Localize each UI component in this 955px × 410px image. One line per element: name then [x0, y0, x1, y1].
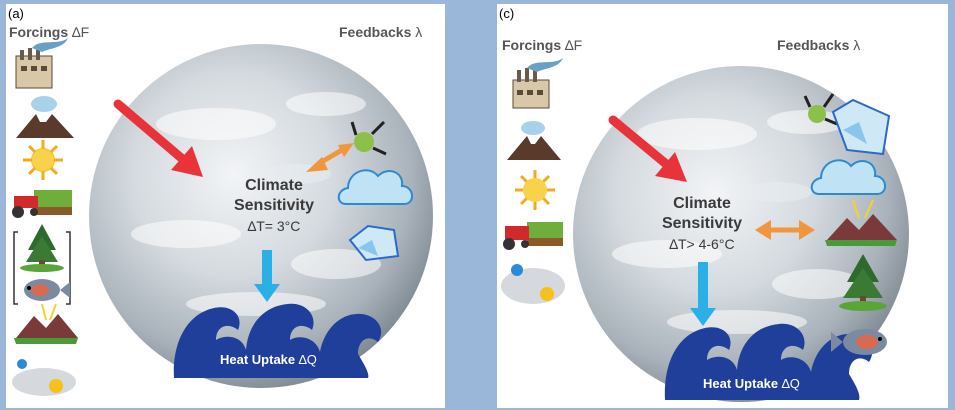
forcing-arrow	[608, 115, 687, 182]
ice-icon	[348, 224, 400, 262]
delta-t-value: ∆T> 4-6°C	[669, 236, 735, 252]
sun-icon	[515, 170, 555, 210]
delta-t-value: ∆T= 3°C	[247, 218, 301, 234]
feedback-arrow	[755, 220, 815, 240]
forcing-arrow	[113, 99, 203, 177]
volcano-icon	[16, 96, 74, 138]
forcings-label: Forcings	[9, 24, 69, 40]
panel-c: (c) Forcings ∆F Feedbacks λ	[497, 4, 948, 408]
sensitivity-word: Sensitivity	[233, 197, 315, 214]
feedbacks-heading: Feedbacks λ	[339, 24, 422, 40]
diagram-graphics	[12, 38, 433, 396]
climate-word: Climate	[673, 195, 731, 212]
heat-uptake-label: Heat Uptake ∆Q	[703, 376, 800, 391]
cloud-swirls	[612, 110, 862, 334]
forcings-symbol: ∆F	[72, 24, 90, 40]
tractor-field-icon	[503, 222, 563, 250]
orbit-icon	[501, 264, 565, 304]
tractor-field-icon	[12, 190, 72, 218]
sun-icon	[23, 140, 63, 180]
diagram-graphics	[501, 58, 909, 402]
volcano-icon	[507, 121, 561, 160]
forcings-symbol: ∆F	[565, 37, 583, 53]
fish-icon	[24, 279, 70, 301]
fish-icon	[831, 329, 887, 355]
heat-uptake-symbol: ∆Q	[298, 352, 317, 367]
panel-label: (a)	[8, 6, 24, 21]
forcings-heading: Forcings ∆F	[9, 24, 89, 40]
cloud-icon	[337, 169, 413, 205]
feedbacks-symbol: λ	[853, 37, 861, 53]
climate-sensitivity-label: Climate Sensitivity ∆T> 4-6°C	[637, 194, 767, 254]
heat-uptake-arrow	[254, 250, 280, 302]
aerosol-molecule-icon	[803, 93, 838, 126]
tree-icon	[839, 254, 887, 311]
heat-uptake-text: Heat Uptake	[703, 376, 779, 391]
ice-icon	[831, 98, 891, 156]
feedbacks-label: Feedbacks	[339, 24, 412, 40]
glacier-mountain-icon	[825, 199, 897, 246]
earth-globe	[573, 66, 909, 402]
orbit-icon	[12, 359, 76, 396]
forcings-bracket	[13, 231, 71, 305]
feedbacks-symbol: λ	[415, 24, 423, 40]
panel-label: (c)	[499, 6, 515, 21]
glacier-mountain-icon	[14, 303, 78, 344]
forcings-heading: Forcings ∆F	[502, 37, 582, 53]
heat-uptake-arrow	[690, 262, 716, 326]
panel-a: (a) Forcings ∆F Feedbacks λ	[6, 4, 445, 408]
factory-icon	[512, 58, 563, 109]
feedbacks-label: Feedbacks	[777, 37, 850, 53]
forcings-label: Forcings	[502, 37, 562, 53]
climate-word: Climate	[245, 177, 303, 194]
heat-uptake-waves	[664, 323, 873, 400]
heat-uptake-text: Heat Uptake	[220, 352, 296, 367]
climate-sensitivity-label: Climate Sensitivity ∆T= 3°C	[208, 176, 340, 236]
heat-uptake-waves	[173, 303, 382, 378]
cloud-icon	[810, 159, 886, 195]
tree-icon	[20, 224, 64, 272]
heat-uptake-label: Heat Uptake ∆Q	[220, 352, 317, 367]
feedback-arrow	[306, 143, 354, 172]
sensitivity-word: Sensitivity	[661, 215, 743, 232]
aerosol-molecule-icon	[350, 120, 387, 156]
factory-icon	[15, 38, 68, 89]
heat-uptake-symbol: ∆Q	[781, 376, 800, 391]
feedbacks-heading: Feedbacks λ	[777, 37, 860, 53]
